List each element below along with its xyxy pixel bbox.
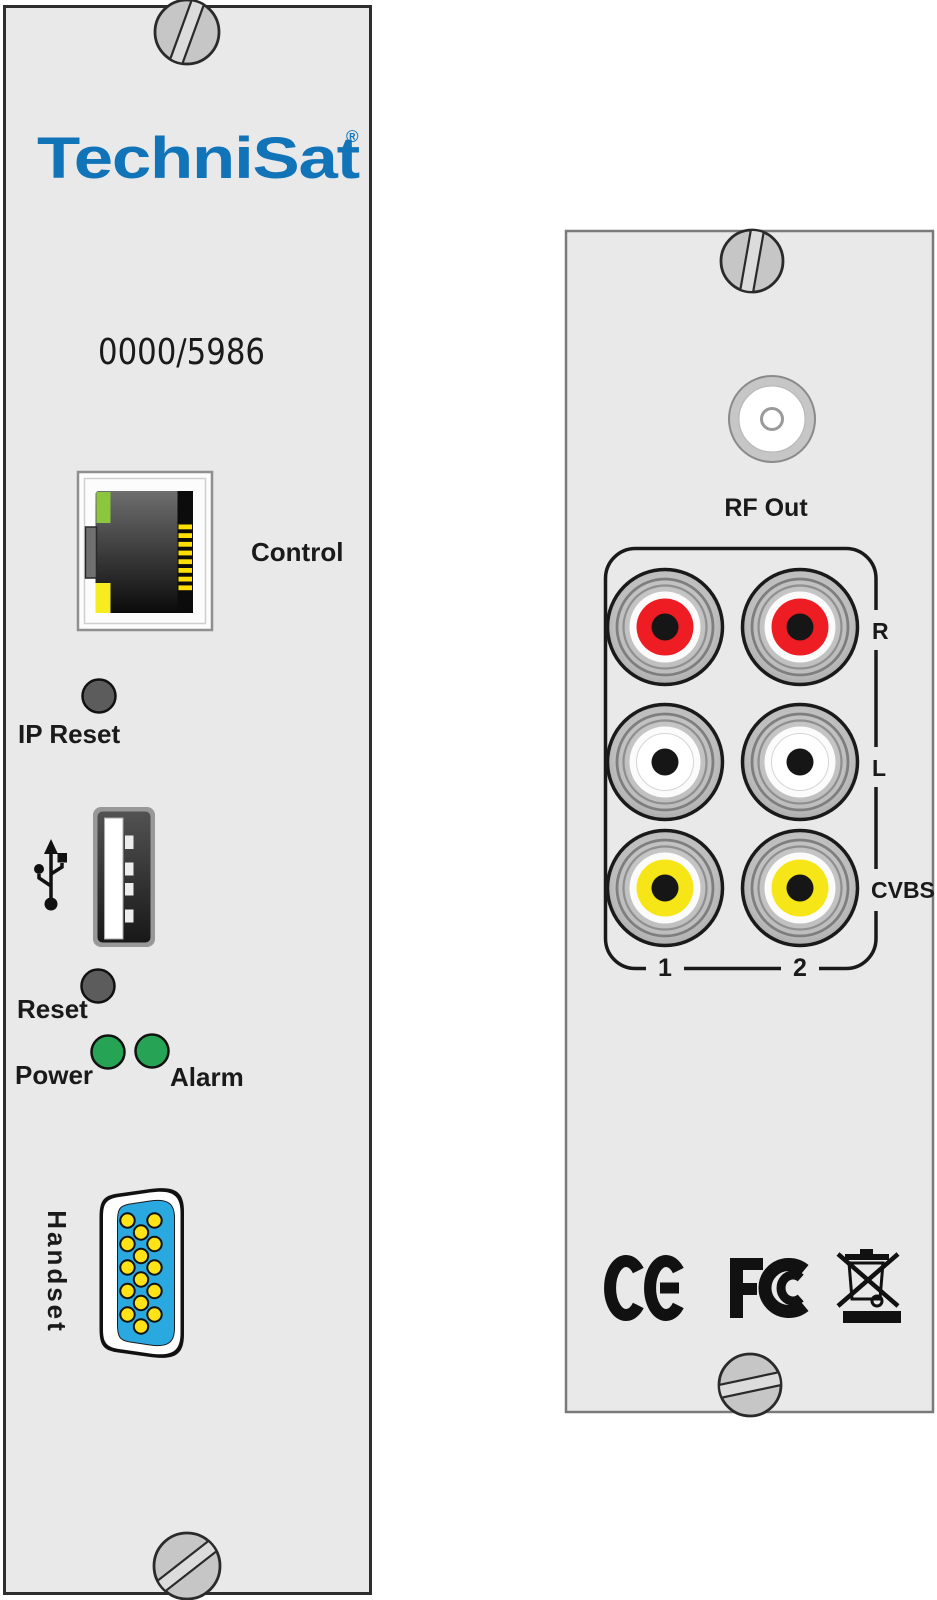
- rca-jack-r-1-icon: [605, 567, 725, 687]
- cvbs-row-label: CVBS: [871, 877, 935, 903]
- reset-label: Reset: [17, 994, 88, 1024]
- rf-out-label: RF Out: [724, 494, 808, 522]
- column-2-label: 2: [793, 954, 807, 982]
- ce-mark-icon: [604, 1255, 684, 1321]
- av-jack-group-outline: [603, 546, 886, 978]
- vga-d-sub-15-connector-icon: [99, 1188, 184, 1358]
- rca-jack-r-2-icon: [740, 567, 860, 687]
- rear-panel: RF Out: [564, 228, 935, 1418]
- l-row-label: L: [872, 755, 886, 781]
- ip-reset-button-icon: [81, 678, 117, 714]
- fcc-mark-icon: [730, 1258, 809, 1318]
- front-panel-faceplate: [3, 5, 372, 1595]
- model-number: 0000/5986: [98, 332, 265, 373]
- rca-jack-l-2-icon: [740, 702, 860, 822]
- ethernet-led-green: [96, 492, 111, 523]
- power-label: Power: [15, 1060, 93, 1090]
- weee-crossed-bin-icon: [836, 1249, 901, 1323]
- rear-bottom-screw-icon: [717, 1352, 783, 1418]
- usb-trident-icon: [34, 839, 67, 911]
- alarm-led-icon: [134, 1033, 170, 1069]
- power-led-icon: [90, 1034, 126, 1070]
- registered-trademark: ®: [346, 127, 359, 146]
- usb-a-port-icon: [93, 807, 155, 947]
- reset-button-icon: [80, 968, 116, 1004]
- rca-jack-l-1-icon: [605, 702, 725, 822]
- technisat-logo: TechniSat: [37, 126, 360, 191]
- bottom-screw-icon: [152, 1531, 222, 1600]
- vga-pins: [119, 1212, 163, 1335]
- control-label: Control: [251, 537, 343, 567]
- ethernet-led-yellow: [95, 583, 111, 613]
- ip-reset-label: IP Reset: [18, 719, 120, 749]
- alarm-label: Alarm: [170, 1062, 244, 1092]
- top-screw-icon: [153, 0, 221, 66]
- handset-label: Handset: [42, 1210, 72, 1334]
- r-row-label: R: [872, 618, 889, 644]
- rj45-ethernet-port-icon: [76, 470, 214, 632]
- front-panel: TechniSat ® 0000/5986 Control: [3, 0, 372, 1600]
- rca-jack-cvbs-1-icon: [605, 828, 725, 948]
- rear-top-screw-icon: [719, 228, 785, 294]
- rca-jack-cvbs-2-icon: [740, 828, 860, 948]
- coax-rf-connector-icon: [728, 375, 816, 463]
- ethernet-contact-pins: [178, 524, 192, 591]
- column-1-label: 1: [658, 954, 672, 982]
